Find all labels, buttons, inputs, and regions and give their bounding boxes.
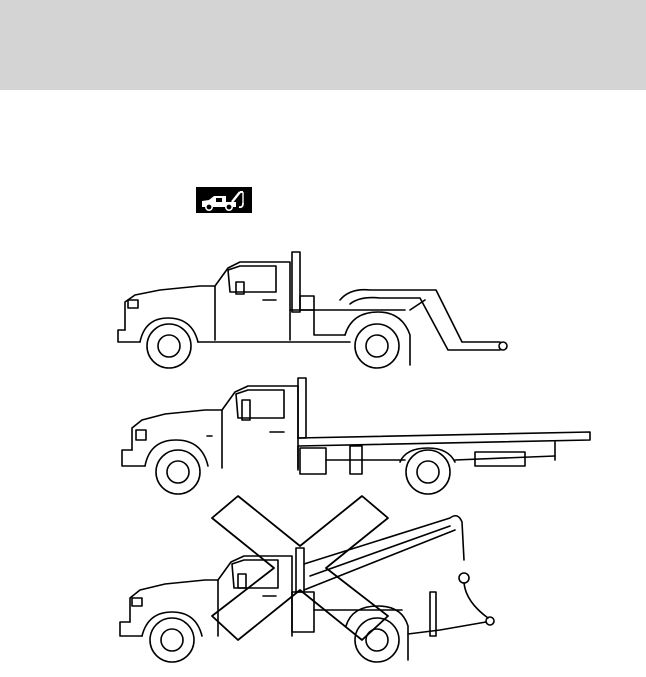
- flatbed-tow-truck: [0, 370, 646, 505]
- sling-tow-truck: [0, 495, 646, 677]
- tow-truck-icon: [196, 187, 252, 213]
- wheel-lift-tow-truck: [0, 245, 646, 380]
- header-band: [0, 0, 646, 90]
